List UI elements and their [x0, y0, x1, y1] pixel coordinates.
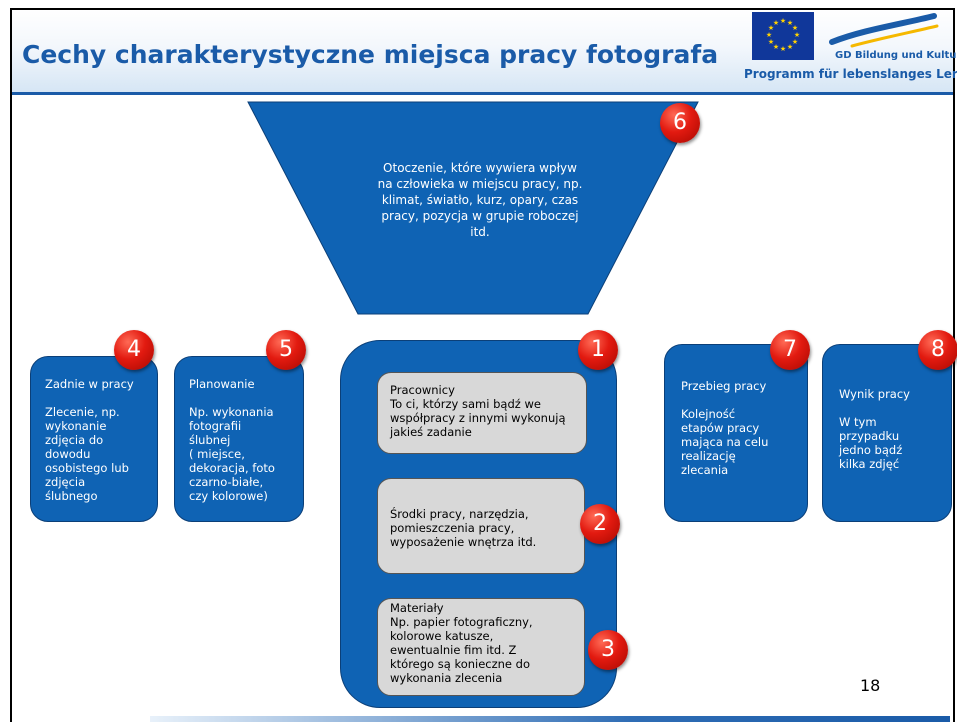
footer-stripe: [150, 716, 950, 722]
programme-name: Programm für lebenslanges Lernen: [744, 67, 957, 81]
badge-5: 5: [266, 330, 306, 370]
badge-6: 6: [660, 103, 700, 143]
svg-text:★: ★: [766, 31, 772, 39]
badge-7: 7: [770, 330, 810, 370]
task-box: Zadnie w pracy Zlecenie, np. wykonanie z…: [30, 356, 158, 522]
svg-text:★: ★: [787, 19, 793, 27]
svg-text:★: ★: [773, 19, 779, 27]
svg-text:★: ★: [780, 17, 786, 25]
workflow-box: Przebieg pracy Kolejność etapów pracy ma…: [664, 344, 808, 522]
task-text: Zadnie w pracy Zlecenie, np. wykonanie z…: [45, 377, 134, 503]
svg-text:★: ★: [792, 24, 798, 32]
header-divider: [12, 92, 953, 95]
workflow-text: Przebieg pracy Kolejność etapów pracy ma…: [681, 379, 769, 477]
page-number: 18: [860, 676, 881, 695]
page-title: Cechy charakterystyczne miejsca pracy fo…: [22, 40, 719, 69]
svg-text:★: ★: [773, 43, 779, 51]
logo-caption: GD Bildung und Kultur: [835, 50, 957, 61]
tools-text: Środki pracy, narzędzia, pomieszczenia p…: [390, 507, 537, 549]
planning-text: Planowanie Np. wykonania fotografii ślub…: [189, 377, 275, 503]
planning-box: Planowanie Np. wykonania fotografii ślub…: [174, 356, 304, 522]
svg-text:★: ★: [768, 38, 774, 46]
environment-text: Otoczenie, które wywiera wpływ na człowi…: [377, 161, 583, 239]
svg-text:★: ★: [792, 38, 798, 46]
result-text: Wynik pracy W tym przypadku jedno bądź k…: [839, 387, 910, 471]
svg-text:★: ★: [794, 31, 800, 39]
svg-text:★: ★: [780, 45, 786, 53]
badge-4: 4: [114, 330, 154, 370]
eu-flag-icon: ★★★ ★★★ ★★★ ★★★: [752, 12, 814, 60]
workers-text: Pracownicy To ci, którzy sami bądź we ws…: [390, 383, 566, 439]
badge-3: 3: [588, 630, 628, 670]
materials-text: Materiały Np. papier fotograficzny, kolo…: [390, 601, 533, 685]
slide-frame: [10, 8, 955, 722]
tools-box: Środki pracy, narzędzia, pomieszczenia p…: [377, 478, 585, 574]
result-box: Wynik pracy W tym przypadku jedno bądź k…: [822, 344, 952, 522]
svg-text:★: ★: [787, 43, 793, 51]
badge-1: 1: [578, 330, 618, 370]
svg-text:★: ★: [768, 24, 774, 32]
materials-box: Materiały Np. papier fotograficzny, kolo…: [377, 598, 585, 696]
workers-box: Pracownicy To ci, którzy sami bądź we ws…: [377, 372, 587, 454]
lifelong-learning-logo-icon: [829, 13, 939, 48]
badge-2: 2: [580, 504, 620, 544]
badge-8: 8: [918, 330, 957, 370]
